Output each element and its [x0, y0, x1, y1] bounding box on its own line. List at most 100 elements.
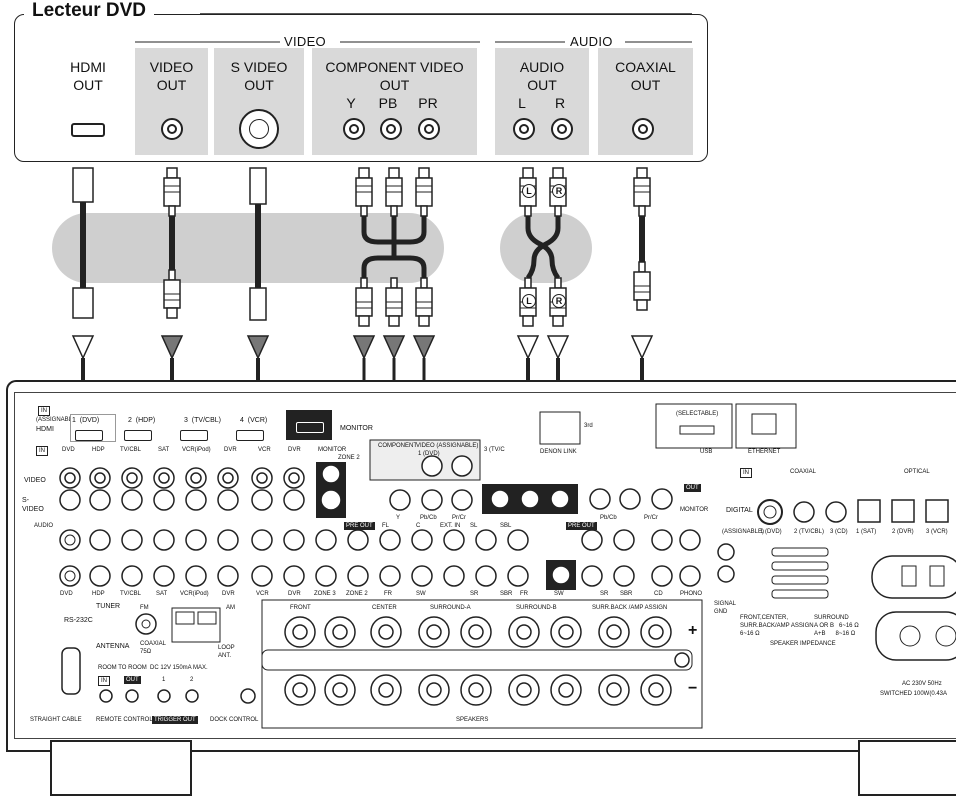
trigger-out-label: TRIGGER OUT [152, 716, 198, 724]
video-col-monitor: MONITOR [318, 447, 347, 453]
audio-col-sat: SAT [156, 591, 168, 597]
trigger-1: 1 [162, 677, 166, 683]
audio-col-sw: SW [416, 591, 426, 597]
remote-out-tag: OUT [124, 676, 141, 684]
audio-col-sr: SR [470, 591, 479, 597]
component-in-label: VIDEO (ASSIGNABLE) [416, 443, 479, 449]
speaker-surround-a-label: SURROUND-A [430, 605, 471, 611]
hdmi-in-1-port [75, 430, 103, 441]
video-row-label: VIDEO [24, 477, 46, 484]
audio-col-vcr-out: VCR [256, 591, 269, 597]
plug-l-badge-top: L [522, 184, 536, 198]
ac-label: AC 230V 50Hz [902, 681, 942, 687]
hdmi-in-tag: IN [38, 406, 50, 416]
video-col-tvcbl: TV/CBL [120, 447, 142, 453]
player-title: Lecteur DVD [24, 0, 155, 22]
component-dvd-label: 1 (DVD) [418, 451, 440, 457]
hdmi-label: HDMI [36, 426, 54, 433]
digital-port-3: 3 (CD) [830, 529, 848, 535]
usb-selectable: (SELECTABLE) [676, 411, 719, 417]
pre-out-tag-2: PRE OUT [566, 522, 597, 530]
audio-col-sw2: SW [554, 591, 564, 597]
audio-out-shade [495, 48, 589, 155]
switched-label: SWITCHED 100W(0.43A [880, 691, 948, 697]
zone2-label: ZONE 2 [338, 455, 360, 461]
audio-col-sbr: SBR [500, 591, 513, 597]
tuner-label: TUNER [96, 603, 121, 610]
video-cable-area [52, 213, 444, 283]
hdmi-monitor-port [296, 422, 324, 433]
component-pb-jack [380, 118, 402, 140]
speaker-surrback-label: SURR.BACK /AMP ASSIGN [592, 605, 668, 611]
trigger-2: 2 [190, 677, 194, 683]
audio-col-fr: FR [384, 591, 392, 597]
coaxial-label: COAXIAL [790, 469, 817, 475]
digital-in-tag: IN [740, 468, 752, 478]
digital-port-1: 1 (DVD) [760, 529, 782, 535]
loop-ant-label: LOOP ANT. [218, 645, 235, 659]
audio-col-phono: PHONO [680, 591, 703, 597]
video-col-sat: SAT [158, 447, 170, 453]
audio-col-fr2: FR [520, 591, 528, 597]
audio-l-label: L [518, 95, 526, 111]
signal-gnd-label: SIGNAL GND [714, 601, 737, 615]
plug-l-badge-bottom: L [522, 294, 536, 308]
am-label: AM [226, 605, 235, 611]
hdmi-in-4-port [236, 430, 264, 441]
component-y-in: Y [396, 515, 401, 521]
plug-r-badge-bottom: R [552, 294, 566, 308]
audio-col-zone3: ZONE 3 [314, 591, 336, 597]
fl-label: FL [382, 523, 390, 529]
hdmi-assignable: (ASSIGNABLE) [36, 417, 79, 423]
speaker-surround-b-label: SURROUND-B [516, 605, 557, 611]
component-pr-jack [418, 118, 440, 140]
remote-in-tag: IN [98, 676, 110, 686]
hdmi-out-jack [71, 123, 105, 137]
video-out-jack [161, 118, 183, 140]
component-y-label: Y [346, 95, 356, 111]
audio-row-label: AUDIO [34, 523, 54, 529]
receiver-inner-frame [14, 392, 956, 739]
foot-left [50, 740, 192, 796]
component-pr-in: Pr/Cr [452, 515, 466, 521]
component-tvc-label: 3 (TV/C [484, 447, 505, 453]
video-col-dvd: DVD [62, 447, 75, 453]
hdmi-port-2: 2 (HDP) [128, 417, 156, 424]
component-pb-in: Pb/Cb [420, 515, 437, 521]
room-to-room-label: ROOM TO ROOM [98, 665, 147, 671]
audio-r-label: R [554, 95, 566, 111]
video-col-vcr: VCR(iPod) [182, 447, 211, 453]
impedance-right-label: SURROUND A OR B 6~16 Ω A+B 8~16 Ω [814, 615, 859, 637]
component-pr-out: Pr/Cr [644, 515, 658, 521]
audio-col-dvd: DVD [60, 591, 73, 597]
plug-r-badge-top: R [552, 184, 566, 198]
audio-col-sr2: SR [600, 591, 609, 597]
pre-out-tag: PRE OUT [344, 522, 375, 530]
video-in-tag: IN [36, 446, 48, 456]
hdmi-in-3-port [180, 430, 208, 441]
audio-col-sbr2: SBR [620, 591, 633, 597]
hdmi-in-2-port [124, 430, 152, 441]
hdmi-port-3: 3 (TV/CBL) [184, 417, 221, 424]
hdmi-port-1: 1 (DVD) [72, 417, 100, 424]
minus-sign: − [688, 680, 698, 697]
audio-col-tvcbl: TV/CBL [120, 591, 142, 597]
plus-sign: + [688, 622, 698, 639]
digital-port-2: 2 (TV/CBL) [794, 529, 825, 535]
component-monitor-label: MONITOR [680, 507, 709, 513]
foot-right [858, 740, 956, 796]
coaxial-out-jack [632, 118, 654, 140]
svideo-out-jack [239, 109, 279, 149]
audio-col-zone2: ZONE 2 [346, 591, 368, 597]
speaker-impedance-label: SPEAKER IMPEDANCE [770, 641, 836, 647]
remote-control-label: REMOTE CONTROL [96, 717, 153, 723]
component-pr-label: PR [418, 95, 438, 111]
audio-col-cd: CD [654, 591, 663, 597]
dc12v-label: DC 12V 150mA MAX. [150, 665, 208, 671]
component-pb-label: PB [378, 95, 398, 111]
digital-port-4: 1 (SAT) [856, 529, 877, 535]
